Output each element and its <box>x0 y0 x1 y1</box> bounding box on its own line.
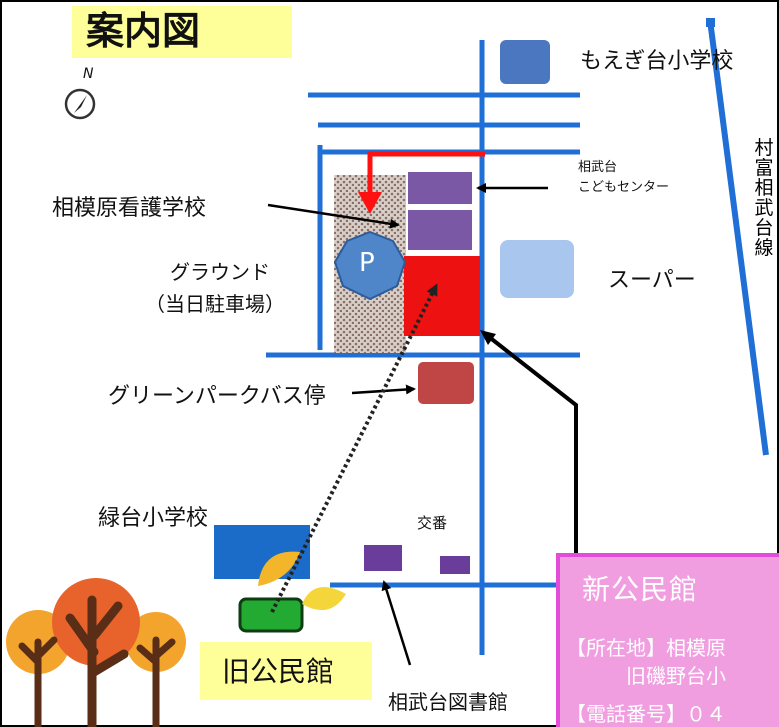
ground-parking-note: （当日駐車場） <box>145 292 285 316</box>
route-char: 相 <box>754 177 774 199</box>
route-line-marker <box>706 18 715 27</box>
koban-building <box>364 545 402 571</box>
kominkan-site <box>404 256 480 336</box>
nursing-school-label: 相模原看護学校 <box>52 196 207 221</box>
ground-label: グラウンド <box>170 260 270 284</box>
small-building <box>440 556 470 574</box>
kodomo-center-building <box>408 172 472 204</box>
route-char: 武 <box>754 197 774 219</box>
route-char: 線 <box>754 237 774 259</box>
library-label: 相武台図書館 <box>388 690 508 714</box>
compass-icon <box>64 88 96 120</box>
old-hall-building <box>238 597 304 633</box>
bus-stop-building <box>418 362 474 404</box>
new-hall-title: 新公民館 <box>582 573 699 606</box>
title-background <box>72 6 292 58</box>
nursing-school-building <box>408 210 472 250</box>
route-char: 富 <box>754 157 774 179</box>
route-char: 村 <box>754 137 774 159</box>
new-hall-phone: 【電話番号】０４ <box>566 702 726 726</box>
compass-north-label: N <box>83 66 94 82</box>
new-hall-info-box <box>556 553 779 727</box>
parking-icon <box>333 230 407 301</box>
roads <box>266 40 580 655</box>
moegidai-school-label: もえぎ台小学校 <box>580 49 734 74</box>
new-hall-address: 【所在地】相模原 <box>566 636 726 660</box>
map-title: 案内図 <box>86 9 201 53</box>
supermarket-label: スーパー <box>608 268 696 293</box>
parking-route-arrowhead <box>358 192 382 214</box>
kodomo-center-label-2: こどもセンター <box>578 180 670 195</box>
route-name-vertical: 村 富 相 武 台 線 <box>752 138 776 258</box>
ginkgo-leaf-icon <box>258 551 300 586</box>
info-connector-arrowhead <box>480 330 496 345</box>
moegidai-school-building <box>500 40 550 84</box>
route-line <box>707 19 769 456</box>
ginkgo-leaf-icon-2 <box>302 586 346 611</box>
route-char: 台 <box>754 217 774 239</box>
parking-route <box>367 151 485 198</box>
autumn-tree-icon <box>6 578 186 727</box>
midoridai-school-label: 緑台小学校 <box>98 506 209 531</box>
walk-route <box>270 283 438 613</box>
supermarket-building <box>500 240 574 298</box>
koban-label: 交番 <box>417 514 448 532</box>
parking-label: P <box>359 248 375 278</box>
old-hall-background <box>200 642 372 700</box>
bus-stop-label: グリーンパークバス停 <box>108 384 326 409</box>
library-arrow <box>381 580 412 666</box>
kodomo-center-label-1: 相武台 <box>578 160 618 175</box>
old-hall-label: 旧公民館 <box>222 655 335 688</box>
info-connector <box>482 331 578 553</box>
new-hall-address-2: 旧磯野台小 <box>626 664 726 688</box>
nursing-school-arrow <box>267 203 400 229</box>
